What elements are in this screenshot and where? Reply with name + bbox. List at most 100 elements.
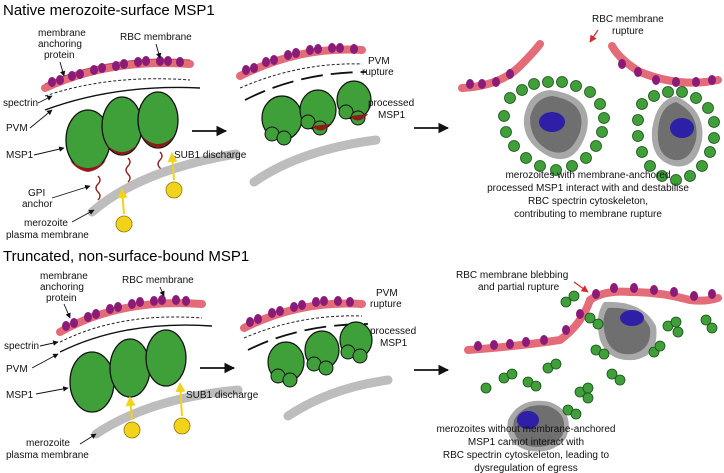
bottom-stage3: RBC membrane blebbing and partial ruptur… [437, 270, 722, 473]
leader-line [37, 95, 53, 104]
merozoite [137, 91, 179, 149]
nucleus [517, 411, 539, 429]
label-pvm-rupture-2: rupture [362, 67, 394, 78]
label-merozoite-1: merozoite [24, 218, 68, 229]
label-spectrin: spectrin [3, 98, 38, 109]
label-processed-1: processed [370, 326, 416, 337]
label-pvm: PVM [6, 364, 28, 375]
sub1-arrow [125, 396, 136, 421]
top-caption-line-1: merozoites with membrane-anchored [505, 170, 670, 181]
label-spectrin: spectrin [4, 341, 39, 352]
anchoring-protein-row [62, 295, 190, 331]
merozoite-group [69, 329, 187, 413]
top-stage2: PVM rupture processed MSP1 [236, 43, 414, 187]
label-msp1: MSP1 [6, 390, 34, 401]
merozoite-plasma-membrane [91, 385, 243, 439]
msp1-apical-cap [106, 144, 138, 155]
bottom-caption-line-2: MSP1 cannot interact with [468, 437, 584, 448]
top-panel-title: Native merozoite-surface MSP1 [3, 2, 215, 19]
leader-line [79, 433, 97, 445]
label-anchoring-3: protein [46, 293, 77, 304]
leader-line [33, 146, 65, 156]
label-merozoite-1: merozoite [26, 438, 70, 449]
label-sub1: SUB1 discharge [174, 150, 247, 161]
label-anchoring-2: anchoring [40, 282, 84, 293]
leader-line [39, 340, 59, 347]
merozoite [145, 329, 187, 387]
label-merozoite-2: plasma membrane [6, 450, 89, 461]
leader-line [35, 386, 69, 395]
pvm-rupture-line [244, 71, 367, 101]
spectrin-line [44, 78, 191, 97]
merozoite-plasma-membrane [249, 135, 381, 187]
leader-line [59, 61, 66, 77]
label-processed-1: processed [368, 98, 414, 109]
label-anchoring-3: protein [44, 50, 75, 61]
sub1-vesicle [165, 181, 183, 199]
top-caption-line-3: RBC spectrin cytoskeleton, [528, 196, 648, 207]
merozoite-plasma-membrane [87, 149, 241, 217]
sub1-vesicle [123, 421, 141, 439]
label-rbc-rupture-1: RBC membrane [592, 14, 664, 25]
label-anchoring-2: anchoring [38, 39, 82, 50]
rbc-membrane-right [608, 42, 722, 87]
sub1-vesicle [115, 215, 133, 233]
nucleus [539, 112, 565, 132]
label-blebbing-2: and partial rupture [478, 282, 560, 293]
msp1-apical-cap [70, 160, 106, 172]
bottom-panel-title: Truncated, non-surface-bound MSP1 [3, 248, 249, 265]
sub1-arrow [167, 152, 178, 181]
label-anchoring-1: membrane [38, 28, 86, 39]
leader-line [63, 303, 71, 319]
anchoring-protein-row [466, 59, 716, 89]
label-rbc-rupture-2: rupture [612, 26, 644, 37]
label-merozoite-2: plasma membrane [6, 230, 89, 241]
label-sub1: SUB1 discharge [186, 390, 259, 401]
label-pvm-rupture-2: rupture [370, 299, 402, 310]
label-rbc-membrane: RBC membrane [122, 275, 194, 286]
top-stage1: membrane anchoring protein RBC membrane … [3, 28, 247, 241]
pvm-line [44, 86, 201, 111]
top-caption-line-2: processed MSP1 interact with and destabi… [487, 183, 689, 194]
spectrin-line [239, 63, 363, 89]
merozoite-cluster-right [632, 86, 720, 186]
nucleus [670, 118, 694, 138]
leader-line [51, 184, 91, 199]
gpi-anchor-squiggle [125, 157, 131, 183]
sub1-arrow [117, 188, 128, 215]
label-gpi-1: GPI [28, 188, 45, 199]
bottom-stage2: PVM rupture processed MSP1 [240, 288, 416, 421]
merozoite-group [65, 91, 179, 172]
leader-line [31, 353, 59, 369]
merozoite-ring [632, 86, 720, 186]
leader-line [71, 209, 95, 223]
label-gpi-2: anchor [22, 199, 53, 210]
label-pvm-rupture-1: PVM [368, 56, 390, 67]
merozoite-cluster-left [498, 76, 610, 176]
merozoite-ring [498, 76, 610, 176]
sub1-arrow [175, 382, 186, 417]
merozoite-plasma-membrane [283, 375, 393, 421]
label-msp1: MSP1 [6, 150, 34, 161]
merozoite [109, 338, 151, 398]
processed-merozoite-group [267, 321, 373, 388]
gpi-anchor-squiggle [95, 175, 101, 201]
bottom-caption-line-1: merozoites without membrane-anchored [437, 424, 616, 435]
label-anchoring-1: membrane [40, 271, 88, 282]
leader-line [155, 43, 162, 59]
label-rbc-membrane: RBC membrane [120, 32, 192, 43]
nucleus [620, 310, 644, 326]
label-processed-2: MSP1 [378, 110, 406, 121]
leader-line [29, 109, 53, 129]
processed-merozoite-group [261, 80, 372, 146]
sub1-vesicle [173, 417, 191, 435]
bottom-caption-line-3: RBC spectrin cytoskeleton, leading to [443, 450, 610, 461]
bottom-stage1: membrane anchoring protein RBC membrane … [4, 271, 259, 461]
bottom-caption-line-4: dysregulation of egress [474, 463, 577, 473]
label-blebbing-1: RBC membrane blebbing [456, 270, 568, 281]
anchoring-protein-row [48, 56, 184, 87]
top-stage3: RBC membrane rupture merozoites with mem… [458, 14, 722, 220]
label-processed-2: MSP1 [380, 338, 408, 349]
label-pvm: PVM [6, 123, 28, 134]
